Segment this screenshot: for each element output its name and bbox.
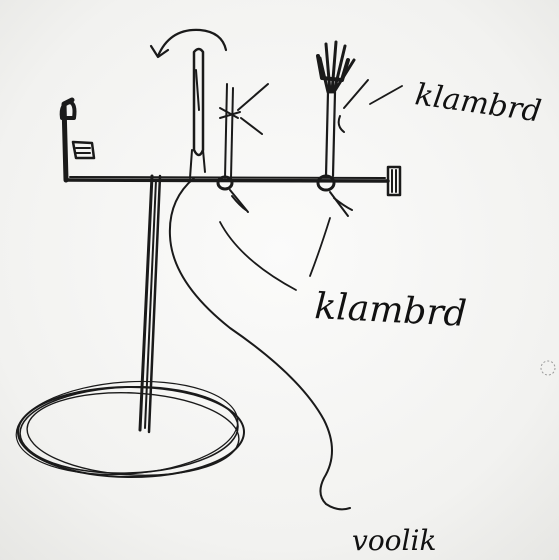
- label-voolik: voolik: [352, 524, 436, 557]
- label-klambrd-middle: klambrd: [314, 286, 468, 335]
